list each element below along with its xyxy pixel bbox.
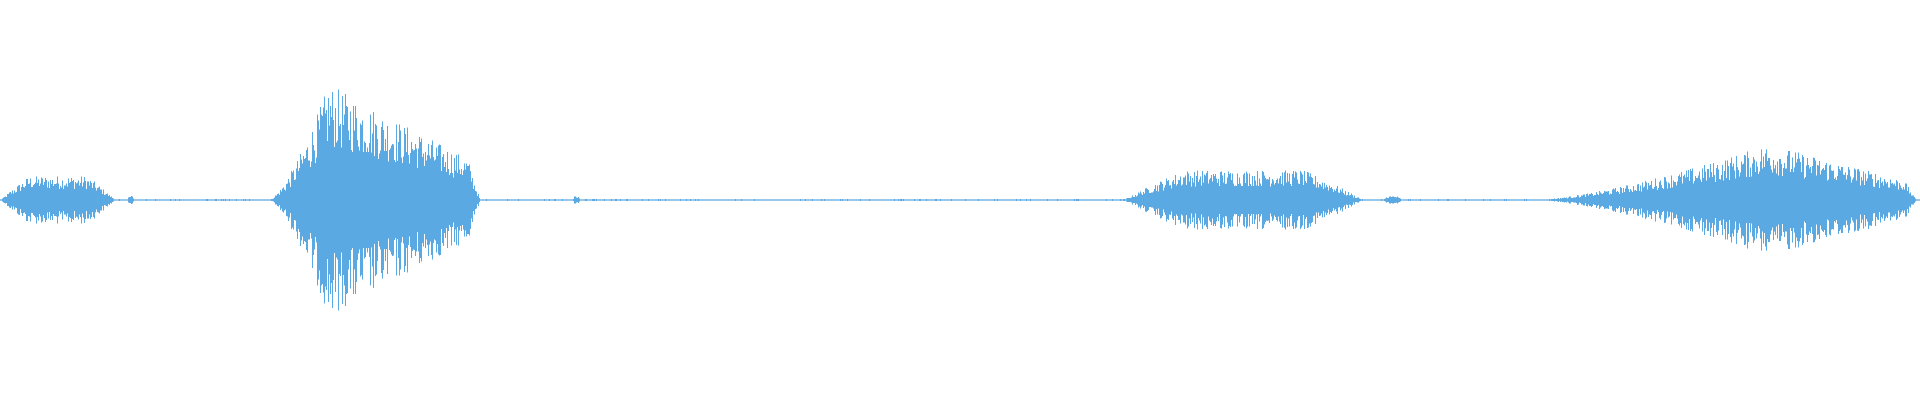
waveform-bars xyxy=(0,89,1920,311)
